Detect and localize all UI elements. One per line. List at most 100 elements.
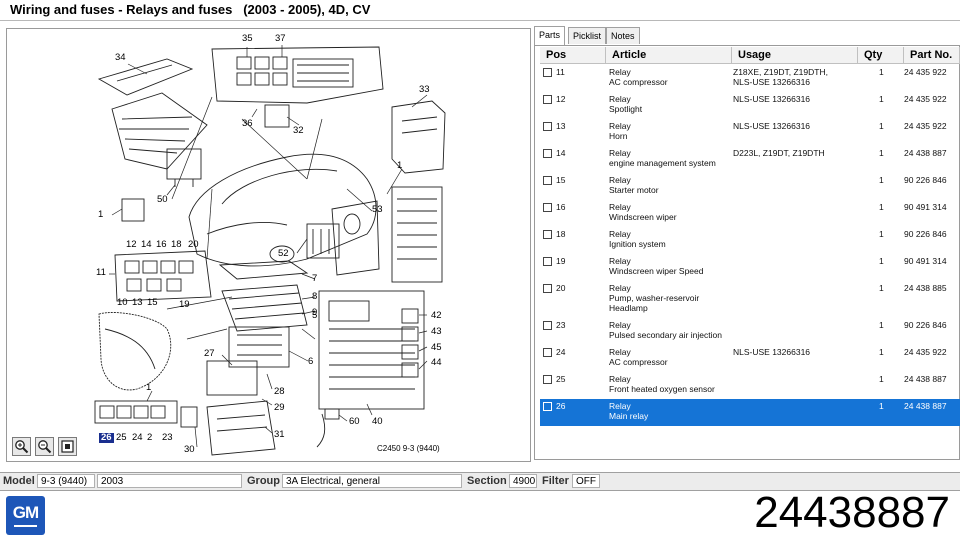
cell-qty: 1: [879, 229, 884, 239]
cell-pos: 15: [556, 175, 566, 185]
column-header-article[interactable]: Article: [606, 47, 732, 64]
callout-label[interactable]: 36: [242, 118, 253, 129]
row-checkbox[interactable]: [543, 203, 552, 212]
callout-label[interactable]: 37: [275, 33, 286, 44]
callout-label[interactable]: 40: [372, 416, 383, 427]
column-header-usage[interactable]: Usage: [732, 47, 858, 64]
callout-label[interactable]: 32: [293, 125, 304, 136]
diagram-fusebox-8-9: [221, 284, 308, 332]
callout-label[interactable]: 43: [431, 326, 442, 337]
row-checkbox[interactable]: [543, 257, 552, 266]
callout-label[interactable]: 1: [397, 160, 403, 171]
callout-label[interactable]: 33: [419, 84, 430, 95]
callout-label[interactable]: 18: [171, 239, 182, 250]
callout-label[interactable]: 12: [126, 239, 137, 250]
cell-part-no: 90 226 846: [904, 175, 947, 185]
callout-label[interactable]: 53: [372, 204, 383, 215]
row-checkbox[interactable]: [543, 284, 552, 293]
model-field[interactable]: 9-3 (9440): [37, 474, 95, 488]
row-checkbox[interactable]: [543, 375, 552, 384]
relay-fuse-diagram[interactable]: [7, 29, 530, 461]
callout-label[interactable]: 11: [96, 267, 106, 278]
zoom-in-button[interactable]: [12, 437, 31, 456]
callout-label[interactable]: 9: [312, 307, 318, 318]
callout-label[interactable]: 60: [349, 416, 360, 427]
row-checkbox[interactable]: [543, 68, 552, 77]
cell-usage: Z18XE, Z19DT, Z19DTH,: [733, 67, 828, 77]
row-checkbox[interactable]: [543, 95, 552, 104]
diagram-panel[interactable]: 34 35 37 33 36 32 1 50 53 1 12 14 16 18 …: [6, 28, 531, 462]
callout-label[interactable]: 14: [141, 239, 152, 250]
callout-label[interactable]: 25: [116, 432, 127, 443]
callout-label[interactable]: 27: [204, 348, 215, 359]
callout-label[interactable]: 19: [179, 299, 190, 310]
callout-label[interactable]: 23: [162, 432, 173, 443]
callout-label[interactable]: 44: [431, 357, 442, 368]
callout-label[interactable]: 28: [274, 386, 285, 397]
filter-field[interactable]: OFF: [572, 474, 600, 488]
row-checkbox[interactable]: [543, 321, 552, 330]
callout-label[interactable]: 1: [98, 209, 104, 220]
section-field[interactable]: 4900: [509, 474, 537, 488]
callout-label[interactable]: 6: [308, 356, 314, 367]
tab-picklist[interactable]: Picklist: [568, 27, 607, 44]
tab-parts[interactable]: Parts: [534, 26, 566, 45]
callout-label[interactable]: 50: [157, 194, 168, 205]
callout-label[interactable]: 5: [312, 310, 318, 321]
column-header-part-no[interactable]: Part No.: [904, 47, 960, 64]
cell-article: AC compressor: [609, 357, 668, 367]
cell-part-no: 24 435 922: [904, 121, 947, 131]
column-header-pos[interactable]: Pos: [540, 47, 606, 64]
callout-label[interactable]: 8: [312, 291, 318, 302]
zoom-out-button[interactable]: [35, 437, 54, 456]
column-header-qty[interactable]: Qty: [858, 47, 904, 64]
row-checkbox[interactable]: [543, 122, 552, 131]
year-field[interactable]: 2003: [97, 474, 242, 488]
callout-label[interactable]: 13: [132, 297, 143, 308]
callout-selected[interactable]: 26: [99, 432, 114, 443]
callout-label[interactable]: 31: [274, 429, 285, 440]
row-checkbox[interactable]: [543, 149, 552, 158]
cell-pos: 26: [556, 401, 566, 411]
cell-article: Relay: [609, 175, 631, 185]
callout-label[interactable]: 45: [431, 342, 442, 353]
callout-label[interactable]: 20: [188, 239, 199, 250]
callout-label[interactable]: 42: [431, 310, 442, 321]
callout-label[interactable]: 16: [156, 239, 167, 250]
callout-label[interactable]: 24: [132, 432, 143, 443]
callout-label[interactable]: 30: [184, 444, 195, 455]
callout-label[interactable]: 7: [312, 273, 318, 284]
zoom-out-icon: [38, 440, 52, 454]
filter-label: Filter: [542, 475, 569, 487]
tab-notes[interactable]: Notes: [606, 27, 640, 44]
group-field[interactable]: 3A Electrical, general: [282, 474, 462, 488]
callout-label[interactable]: 2: [147, 432, 153, 443]
row-checkbox[interactable]: [543, 230, 552, 239]
cell-article: Relay: [609, 374, 631, 384]
row-checkbox[interactable]: [543, 176, 552, 185]
callout-label[interactable]: 52: [278, 248, 289, 259]
cell-usage: NLS-USE 13266316: [733, 347, 811, 357]
callout-label[interactable]: 10: [117, 297, 128, 308]
row-checkbox[interactable]: [543, 348, 552, 357]
callout-label[interactable]: 35: [242, 33, 253, 44]
callout-label[interactable]: 1: [146, 382, 152, 393]
callout-label[interactable]: 15: [147, 297, 158, 308]
zoom-fit-button[interactable]: [58, 437, 77, 456]
callout-label[interactable]: 29: [274, 402, 285, 413]
row-checkbox[interactable]: [543, 402, 552, 411]
callout-label[interactable]: 34: [115, 52, 126, 63]
